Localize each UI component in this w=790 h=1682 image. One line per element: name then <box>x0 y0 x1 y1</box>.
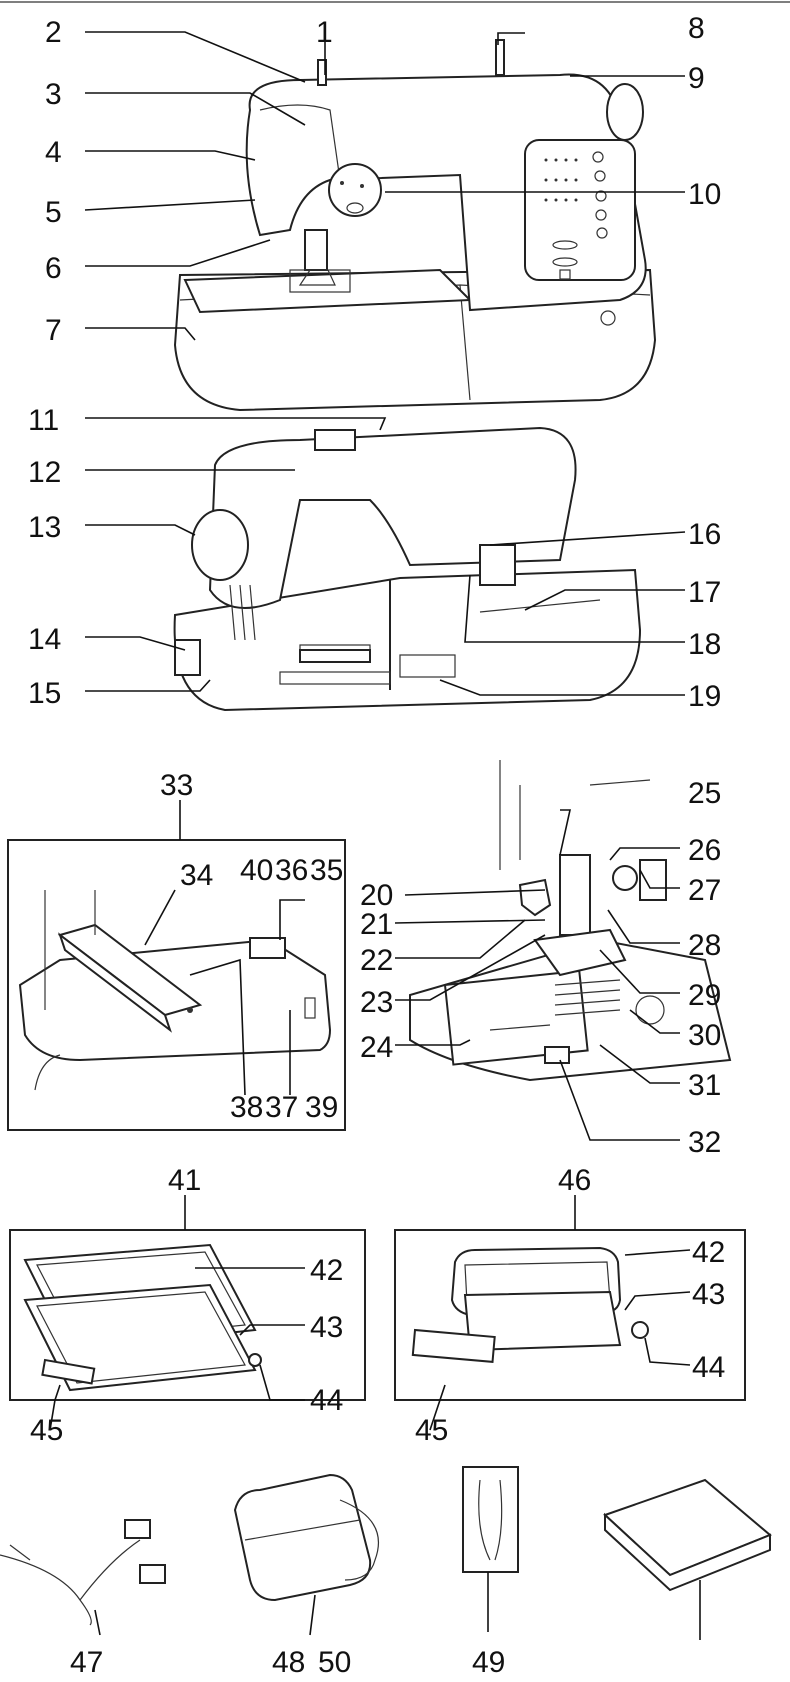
large-embroidery-hoop <box>23 1243 262 1392</box>
label-44b: 44 <box>692 1351 725 1384</box>
label-33: 33 <box>160 769 193 802</box>
label-42b: 42 <box>692 1236 725 1269</box>
label-39: 39 <box>305 1091 338 1124</box>
label-42a: 42 <box>310 1254 343 1287</box>
label-24: 24 <box>360 1031 393 1064</box>
label-10: 10 <box>688 178 721 211</box>
label-45a: 45 <box>30 1414 63 1447</box>
label-2: 2 <box>45 16 62 49</box>
label-31: 31 <box>688 1069 721 1102</box>
label-9: 9 <box>688 62 705 95</box>
label-50: 50 <box>318 1646 351 1679</box>
label-41: 41 <box>168 1164 201 1197</box>
label-22: 22 <box>360 944 393 977</box>
label-14: 14 <box>28 623 61 656</box>
label-45b: 45 <box>415 1414 448 1447</box>
label-5: 5 <box>45 196 62 229</box>
label-29: 29 <box>688 979 721 1012</box>
label-13: 13 <box>28 511 61 544</box>
label-44a: 44 <box>310 1384 343 1417</box>
label-26: 26 <box>688 834 721 867</box>
label-21: 21 <box>360 908 393 941</box>
label-4: 4 <box>45 136 62 169</box>
label-30: 30 <box>688 1019 721 1052</box>
label-43b: 43 <box>692 1278 725 1311</box>
power-cord <box>0 1519 166 1626</box>
label-7: 7 <box>45 314 62 347</box>
label-40: 40 <box>240 854 273 887</box>
instruction-manual <box>603 1478 772 1592</box>
label-37: 37 <box>265 1091 298 1124</box>
label-46: 46 <box>558 1164 591 1197</box>
needle-plate-closeup <box>409 760 732 1082</box>
hoop-46-frame <box>394 1229 746 1401</box>
usb-cable <box>462 1466 519 1573</box>
label-49: 49 <box>472 1646 505 1679</box>
label-11: 11 <box>28 404 59 437</box>
label-16: 16 <box>688 518 721 551</box>
label-6: 6 <box>45 252 62 285</box>
label-47: 47 <box>70 1646 103 1679</box>
label-32: 32 <box>688 1126 721 1159</box>
sewing-machine-front-view <box>173 39 657 412</box>
label-15: 15 <box>28 677 61 710</box>
small-embroidery-hoop <box>411 1246 649 1363</box>
label-25: 25 <box>688 777 721 810</box>
label-27: 27 <box>688 874 721 907</box>
label-12: 12 <box>28 456 61 489</box>
sewing-machine-back-view <box>173 426 642 712</box>
label-20: 20 <box>360 879 393 912</box>
part-number-labels: 1 2 3 4 5 6 7 8 9 10 11 12 13 14 15 16 1… <box>28 12 725 1679</box>
label-28: 28 <box>688 929 721 962</box>
foot-controller <box>233 1473 379 1602</box>
label-38: 38 <box>230 1091 263 1124</box>
label-34: 34 <box>180 859 213 892</box>
leader-lines <box>49 31 701 1640</box>
embroidery-unit-frame <box>7 839 346 1131</box>
label-43a: 43 <box>310 1311 343 1344</box>
label-1: 1 <box>316 16 333 49</box>
label-23: 23 <box>360 986 393 1019</box>
embroidery-unit <box>18 890 332 1091</box>
label-48: 48 <box>272 1646 305 1679</box>
label-35: 35 <box>310 854 343 887</box>
label-8: 8 <box>688 12 705 45</box>
hoop-41-frame <box>9 1229 366 1401</box>
label-19: 19 <box>688 680 721 713</box>
label-3: 3 <box>45 78 62 111</box>
label-18: 18 <box>688 628 721 661</box>
label-17: 17 <box>688 576 721 609</box>
label-36: 36 <box>275 854 308 887</box>
